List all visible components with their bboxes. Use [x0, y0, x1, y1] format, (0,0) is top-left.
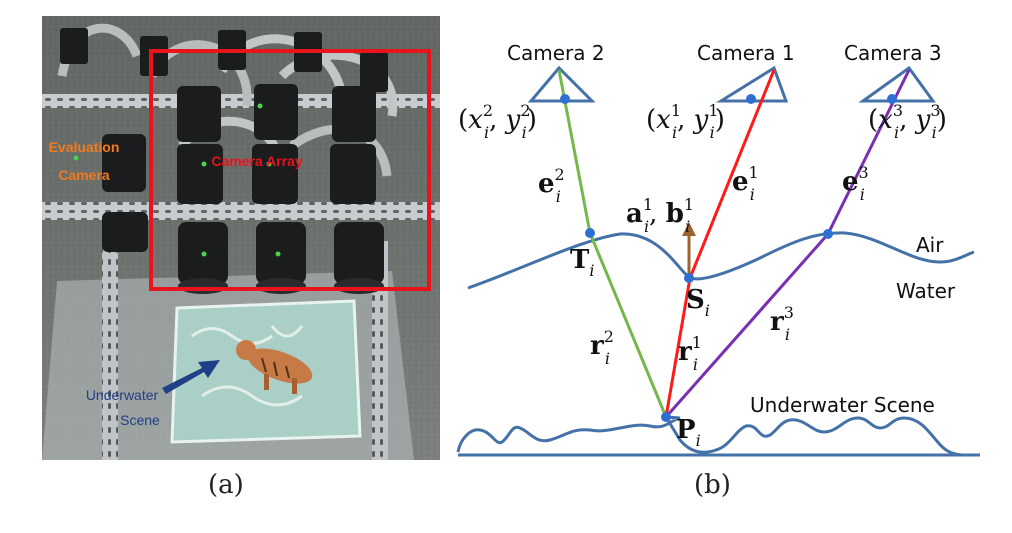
underwater-scene-label-line2: Scene — [120, 412, 160, 428]
camera-1-label: Camera 1 — [697, 41, 795, 65]
evaluation-camera-label-line1: Evaluation — [49, 139, 120, 155]
scene-floor — [456, 415, 963, 457]
tiger-toy — [236, 340, 313, 394]
point-T — [585, 228, 595, 238]
label-T: Ti — [570, 245, 594, 280]
frame-rail-right — [372, 241, 388, 460]
frame-rail-left — [102, 246, 118, 460]
point-P — [661, 412, 671, 422]
caption-a: (a) — [208, 470, 244, 500]
water-label: Water — [896, 279, 956, 303]
frame-rail-middle — [42, 202, 440, 220]
point-camera3-surface — [823, 229, 833, 239]
evaluation-camera-label-line2: Camera — [58, 167, 110, 183]
point-S — [684, 273, 694, 283]
water-surface — [467, 231, 975, 290]
ray-r-camera3 — [664, 233, 830, 418]
caption-b: (b) — [694, 470, 731, 500]
camera-2-label: Camera 2 — [507, 41, 605, 65]
camera-array-photo: Evaluation Camera Camera Array Underwate… — [42, 16, 440, 460]
point-camera2 — [560, 94, 570, 104]
frame-rail-top — [42, 94, 440, 108]
scene-arrow — [162, 360, 220, 394]
camera-3-label: Camera 3 — [844, 41, 942, 65]
underwater-scene-label-line1: Underwater — [86, 387, 159, 403]
point-camera1 — [746, 94, 756, 104]
camera-3-shape — [858, 65, 936, 103]
normal-arrow-head — [682, 222, 696, 236]
ray-r-camera2 — [588, 232, 668, 418]
camera-cluster — [57, 23, 398, 294]
underwater-scene-label: Underwater Scene — [750, 393, 935, 417]
ray-e-camera3 — [826, 69, 911, 235]
point-camera3 — [887, 94, 897, 104]
label-S: Si — [686, 285, 710, 320]
camera-array-label: Camera Array — [211, 153, 303, 169]
camera-array-box — [149, 49, 431, 291]
ray-e-camera1 — [688, 69, 776, 279]
label-P: Pi — [676, 415, 701, 450]
ray-r-camera1 — [664, 277, 692, 418]
air-label: Air — [916, 233, 944, 257]
